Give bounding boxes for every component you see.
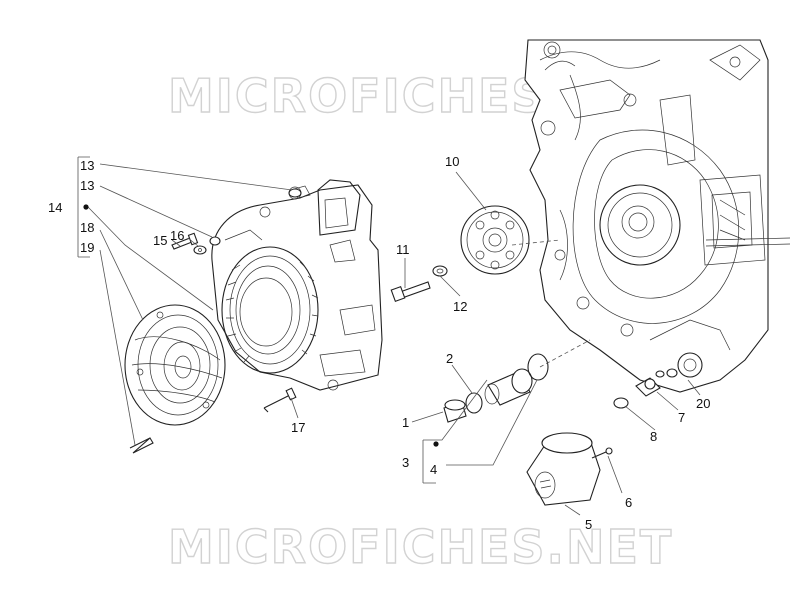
label-18: 18 <box>80 220 94 235</box>
label-1: 1 <box>402 415 409 430</box>
watermark-bottom: MICROFICHES.NET <box>168 520 673 574</box>
label-11: 11 <box>396 242 410 257</box>
label-10: 10 <box>445 154 459 169</box>
crankcase-drawing <box>524 39 791 393</box>
label-19: 19 <box>80 240 94 255</box>
sensor-parts-drawing <box>613 368 678 409</box>
label-16: 16 <box>170 228 184 243</box>
label-15: 15 <box>153 233 167 248</box>
leader-lines <box>77 156 701 516</box>
label-13-second: 13 <box>80 178 94 193</box>
bolt-and-washer-drawing <box>390 265 448 303</box>
label-3: 3 <box>402 455 409 470</box>
label-4: 4 <box>430 462 437 477</box>
oil-filter-group-drawing <box>443 353 549 423</box>
label-14: 14 <box>48 200 62 215</box>
label-7: 7 <box>678 410 685 425</box>
oil-cartridge-drawing <box>526 432 613 506</box>
label-17: 17 <box>291 420 305 435</box>
grille-cover-drawing <box>124 304 226 426</box>
flywheel-cover-drawing <box>211 179 383 391</box>
label-12: 12 <box>453 299 467 314</box>
label-5: 5 <box>585 517 592 532</box>
bullet-dot-14 <box>83 204 89 210</box>
small-fasteners-left <box>129 188 302 454</box>
label-8: 8 <box>650 429 657 444</box>
sprocket-drawing <box>460 205 530 275</box>
label-20: 20 <box>696 396 710 411</box>
label-2: 2 <box>446 351 453 366</box>
label-6: 6 <box>625 495 632 510</box>
bullet-dot-4 <box>433 441 439 447</box>
label-13-top: 13 <box>80 158 94 173</box>
